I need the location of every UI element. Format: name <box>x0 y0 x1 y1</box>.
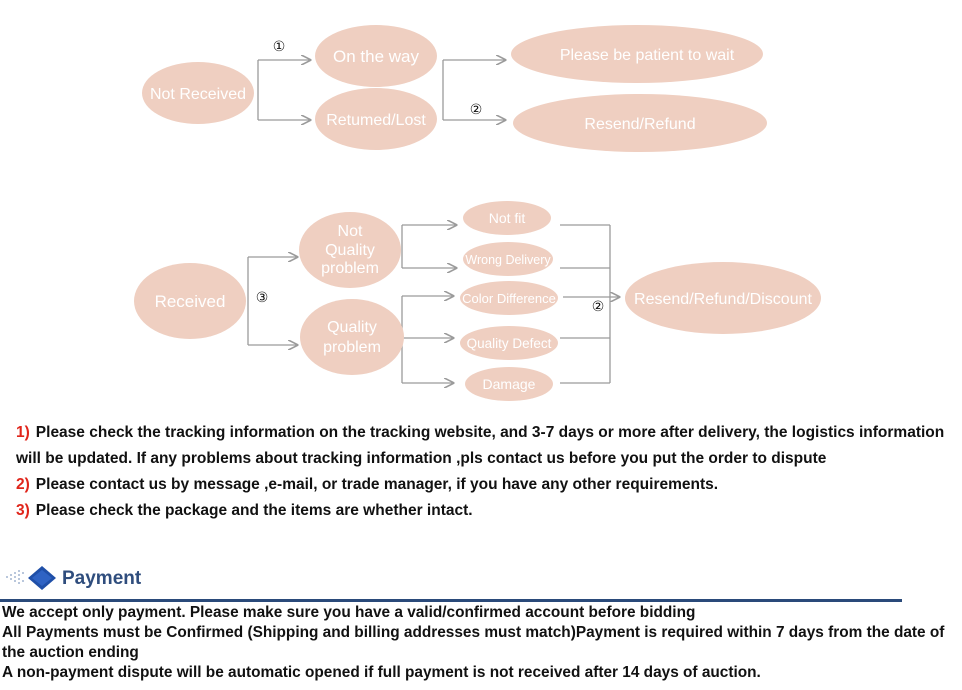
node-quality-problem: Quality problem <box>300 299 404 375</box>
node-color-difference: Color Difference <box>460 281 558 315</box>
payment-divider <box>0 599 902 602</box>
node-not-fit: Not fit <box>463 201 551 235</box>
note-item-3: 3) Please check the package and the items… <box>16 498 956 524</box>
svg-text:problem: problem <box>323 339 381 356</box>
note-number-1: 1) <box>16 424 30 441</box>
svg-text:On the way: On the way <box>333 47 419 66</box>
node-wrong-delivery: Wrong Delivery <box>463 242 553 276</box>
svg-text:Quality: Quality <box>327 319 377 336</box>
payment-line-2: All Payments must be Confirmed (Shipping… <box>2 624 945 661</box>
node-received: Received <box>134 263 246 339</box>
note-item-2: 2) Please contact us by message ,e-mail, … <box>16 472 956 498</box>
note-item-1: 1)Please check the tracking information … <box>16 420 956 472</box>
node-please-be-patient: Please be patient to wait <box>511 25 763 83</box>
node-resend-refund-discount: Resend/Refund/Discount <box>625 262 821 334</box>
svg-text:Received: Received <box>155 292 226 311</box>
svg-text:Not Received: Not Received <box>150 86 246 103</box>
svg-text:Resend/Refund/Discount: Resend/Refund/Discount <box>634 291 812 308</box>
step-marker-1: ① <box>273 39 286 55</box>
note-text-1: Please check the tracking information on… <box>16 424 945 467</box>
payment-heading: Payment <box>62 568 142 589</box>
top-flow-connectors <box>257 60 505 120</box>
bottom-flow-connectors <box>247 225 619 383</box>
node-quality-defect: Quality Defect <box>460 326 558 360</box>
svg-text:problem: problem <box>321 260 379 277</box>
svg-text:Please be patient to wait: Please be patient to wait <box>560 47 735 64</box>
svg-text:Resend/Refund: Resend/Refund <box>584 116 695 133</box>
note-text-2: Please contact us by message ,e-mail, or… <box>35 476 719 493</box>
svg-text:Damage: Damage <box>483 376 536 392</box>
svg-text:Not fit: Not fit <box>489 210 526 226</box>
node-on-the-way: On the way <box>315 25 437 87</box>
note-number-2: 2) <box>16 476 30 493</box>
svg-text:Color Difference: Color Difference <box>462 291 556 306</box>
node-not-received: Not Received <box>142 62 254 124</box>
note-text-3: Please check the package and the items a… <box>35 502 473 519</box>
step-marker-3: ③ <box>256 290 269 306</box>
step-marker-2-top: ② <box>470 102 483 118</box>
note-number-3: 3) <box>16 502 30 519</box>
node-returned-lost: Retumed/Lost <box>315 88 437 150</box>
node-not-quality-problem: Not Quality problem <box>299 212 401 288</box>
node-damage: Damage <box>465 367 553 401</box>
svg-text:Quality: Quality <box>325 242 375 259</box>
svg-text:Retumed/Lost: Retumed/Lost <box>326 112 426 129</box>
svg-text:Quality Defect: Quality Defect <box>467 336 552 351</box>
payment-diamond-icon <box>6 566 56 590</box>
node-resend-refund: Resend/Refund <box>513 94 767 152</box>
payment-line-3: A non-payment dispute will be automatic … <box>2 664 761 681</box>
payment-text: We accept only payment. Please make sure… <box>2 603 957 683</box>
svg-text:Wrong Delivery: Wrong Delivery <box>465 253 551 267</box>
after-sales-flow-diagram: Not Received On the way Retumed/Lost Ple… <box>134 25 821 401</box>
step-marker-2-bottom: ② <box>592 299 605 315</box>
payment-line-1: We accept only payment. Please make sure… <box>2 604 696 621</box>
svg-text:Not: Not <box>338 223 363 240</box>
instructions-list: 1)Please check the tracking information … <box>16 420 956 524</box>
